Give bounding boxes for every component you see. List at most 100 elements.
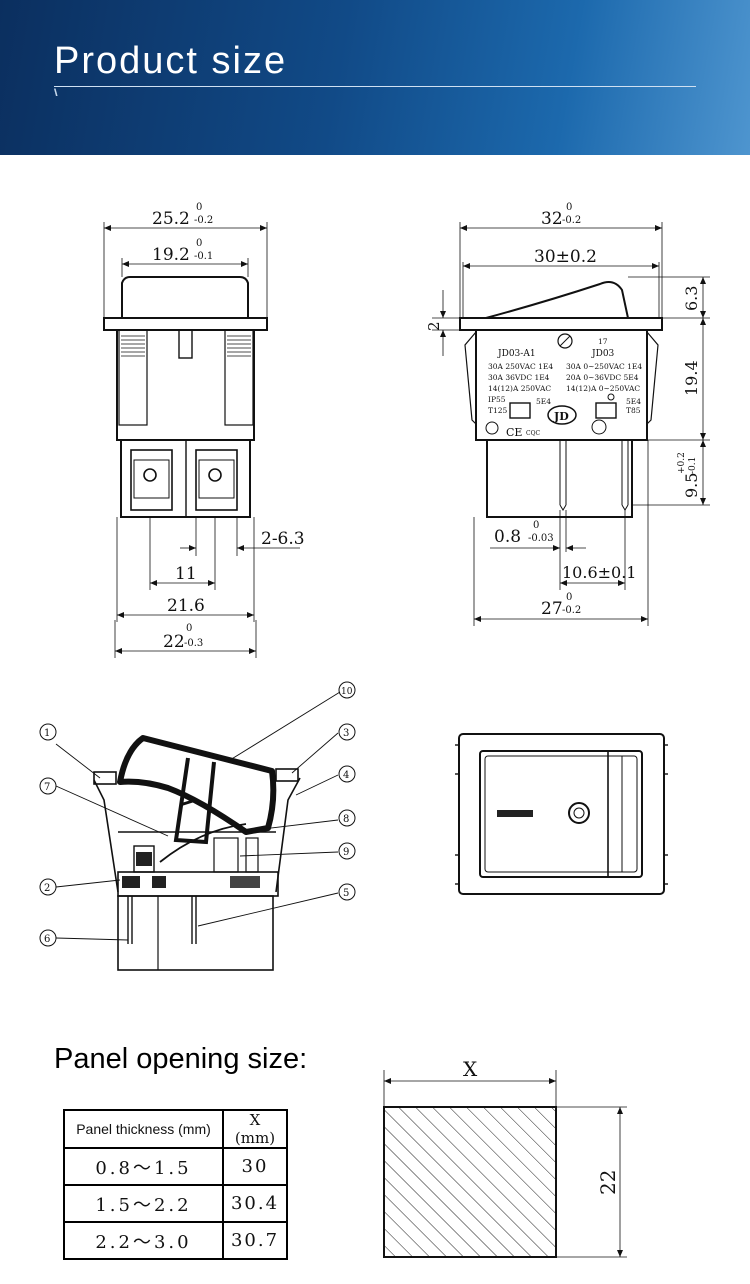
header-divider	[54, 86, 696, 87]
header-x: X (mm)	[222, 1109, 288, 1149]
thickness-cell: 2.2～3.0	[63, 1221, 224, 1260]
dim-27: 27	[541, 599, 563, 619]
dim-25-2: 25.2	[152, 209, 190, 229]
label-right-line-1: 30A 0~250VAC 1E4	[566, 362, 642, 371]
callout-4: 4	[338, 765, 356, 783]
dim-32-tol-up: 0	[566, 202, 572, 213]
front-view: 25.2 0 -0.2 19.2 0 -0.1 2-6.3 11 21.6 22…	[103, 202, 305, 658]
side-view: 17 JD03-A1 JD03 30A 250VAC 1E4 30A 36VDC…	[425, 202, 710, 626]
ul-mark-icon	[591, 419, 607, 435]
front-cap	[121, 276, 249, 318]
side-flange	[459, 317, 663, 331]
dim-2-6-3: 2-6.3	[261, 529, 305, 549]
section-rocker	[117, 735, 277, 835]
side-screw-icon	[557, 333, 573, 349]
dim-9-5-tol-low: -0.1	[688, 457, 698, 474]
dim-22-tol-up: 0	[186, 623, 192, 634]
front-terminal-left	[130, 449, 173, 511]
dim-6-3: 6.3	[682, 286, 701, 311]
dim-0-8-tol-up: 0	[533, 520, 539, 531]
label-left-5e4: 5E4	[536, 397, 551, 406]
dim-25-2-tol-up: 0	[196, 202, 202, 213]
callout-2: 2	[39, 878, 57, 896]
thickness-cell: 0.8～1.5	[63, 1147, 224, 1186]
table-header-row: Panel thickness (mm) X (mm)	[63, 1109, 288, 1149]
label-ce-mark: CE	[506, 426, 522, 439]
jd-logo-text: JD	[553, 410, 569, 423]
dim-32-tol-low: -0.2	[562, 215, 581, 226]
front-body	[116, 329, 255, 441]
svg-text:2: 2	[44, 883, 50, 894]
dim-27-tol-up: 0	[566, 592, 572, 603]
label-left-model: JD03-A1	[497, 349, 536, 359]
label-right-line-2: 20A 0~36VDC 5E4	[566, 373, 639, 382]
thickness-cell: 1.5～2.2	[63, 1184, 224, 1223]
dim-22: 22	[163, 632, 185, 652]
top-view-rocker	[479, 750, 643, 878]
label-num: 17	[598, 337, 608, 346]
dim-30: 30±0.2	[534, 247, 597, 267]
dim-2: 2	[425, 321, 443, 331]
label-left-line-4: IP55	[488, 395, 506, 404]
table-row: 2.2～3.0 30.7	[63, 1221, 288, 1260]
dim-9-5-tol-up: +0.2	[677, 452, 687, 474]
svg-text:9: 9	[343, 847, 349, 858]
dim-32: 32	[541, 209, 563, 229]
label-cqc-mark: CQC	[526, 430, 541, 437]
svg-text:7: 7	[44, 782, 50, 793]
section-view: 1 7 2 6 10 3 4 8 9 5	[39, 681, 356, 971]
page-title: Product size	[54, 40, 288, 82]
svg-text:8: 8	[343, 814, 349, 825]
svg-text:5: 5	[343, 888, 349, 899]
svg-text:4: 4	[343, 770, 349, 781]
indicator-dash-icon	[497, 810, 533, 817]
table-row: 0.8～1.5 30	[63, 1147, 288, 1186]
label-right-model: JD03	[591, 349, 615, 359]
label-left-line-2: 30A 36VDC 1E4	[488, 373, 550, 382]
svg-text:6: 6	[44, 934, 50, 945]
dim-27-tol-low: -0.2	[562, 605, 581, 616]
callout-8: 8	[338, 809, 356, 827]
jd-logo-icon	[547, 405, 577, 425]
panel-opening-diagram: X 22	[383, 1057, 627, 1258]
svg-text:10: 10	[341, 687, 353, 697]
top-view-outer-frame	[458, 733, 665, 895]
x-cell: 30	[222, 1147, 288, 1186]
dim-0-8-tol-low: -0.03	[528, 533, 554, 544]
label-left-line-3: 14(12)A 250VAC	[488, 384, 551, 393]
side-rocker	[485, 281, 629, 319]
callout-7: 7	[39, 777, 57, 795]
dim-19-2: 19.2	[152, 245, 190, 265]
dim-0-8: 0.8	[494, 527, 521, 547]
dim-25-2-tol-low: -0.2	[194, 215, 213, 226]
header-banner: Product size \\	[0, 0, 750, 155]
label-right-t85: T85	[626, 406, 641, 415]
label-right-5e4: 5E4	[626, 397, 641, 406]
dim-19-2-tol-up: 0	[196, 238, 202, 249]
label-left-line-5: T125	[488, 406, 508, 415]
callout-5: 5	[338, 883, 356, 901]
front-flange	[103, 317, 268, 331]
svg-text:3: 3	[343, 728, 349, 739]
table-row: 1.5～2.2 30.4	[63, 1184, 288, 1223]
label-x: X	[463, 1057, 478, 1081]
dim-11: 11	[175, 564, 197, 584]
technical-drawing: 25.2 0 -0.2 19.2 0 -0.1 2-6.3 11 21.6 22…	[39, 202, 710, 971]
dim-9-5: 9.5	[682, 473, 701, 498]
svg-text:1: 1	[44, 728, 50, 739]
dim-21-6: 21.6	[167, 596, 205, 616]
callout-9: 9	[338, 842, 356, 860]
panel-thickness-table: Panel thickness (mm) X (mm) 0.8～1.5 30 1…	[63, 1109, 288, 1260]
x-cell: 30.7	[222, 1221, 288, 1260]
callout-3: 3	[338, 723, 356, 741]
dim-10-6: 10.6±0.1	[562, 563, 636, 582]
panel-opening-title: Panel opening size:	[54, 1043, 308, 1075]
dim-19-4: 19.4	[682, 360, 701, 396]
dim-22-tol-low: -0.3	[184, 638, 203, 649]
dim-19-2-tol-low: -0.1	[194, 251, 213, 262]
cert-mark-icon	[485, 421, 499, 435]
panel-cutout	[383, 1106, 557, 1258]
header-panel-thickness: Panel thickness (mm)	[63, 1109, 224, 1149]
top-view	[455, 733, 668, 895]
label-left-line-1: 30A 250VAC 1E4	[488, 362, 553, 371]
